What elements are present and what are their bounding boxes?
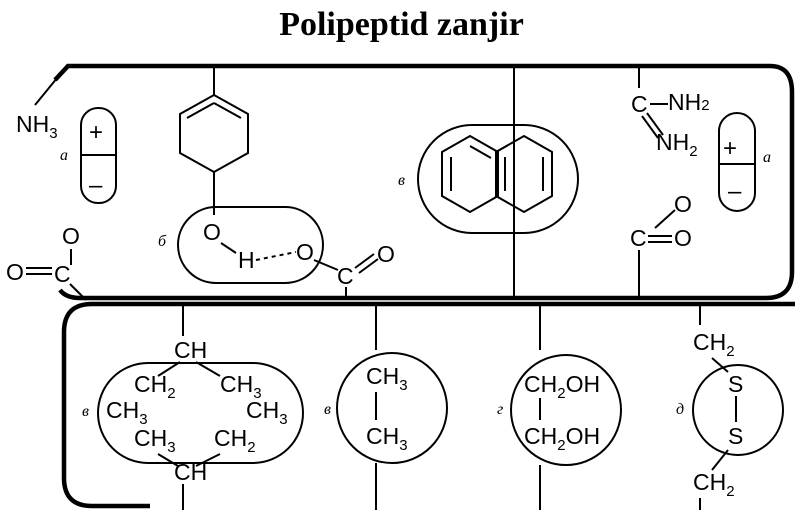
guanidinium-letter-label: a [763, 149, 771, 166]
aromatic-stacking-group: в [398, 66, 579, 300]
guanidinium-nh2-top: NH2 [668, 89, 710, 115]
guanidinium-charge-capsule [718, 112, 756, 212]
methyl-pair-circle [336, 352, 448, 464]
guanidinium-minus: – [728, 178, 742, 205]
hbond-o1: O [203, 219, 221, 245]
ionic-letter-label: a [60, 147, 68, 164]
hydrophobic-ch-top: CH [174, 337, 207, 363]
disulfide-circle [692, 364, 784, 456]
hbond-h: H [238, 247, 255, 273]
hbond-letter-label: б [158, 233, 167, 250]
hydrogen-bond-capsule [177, 206, 324, 284]
hydrophobic-letter-label: в [82, 403, 89, 420]
methyl-pair-group: в CH3 CH3 [324, 304, 448, 510]
top-polypeptide-chain [53, 63, 795, 301]
methyl-pair-letter-label: в [324, 401, 331, 418]
hydrophobic-ch-bottom: CH [174, 459, 207, 485]
guanidinium-nh2-bottom: NH2 [656, 129, 698, 160]
hydrophobic-ch3-left: CH3 [106, 397, 148, 428]
hydroxymethyl-lower: CH2OH [524, 423, 600, 454]
hydrophobic-ch3-right: CH3 [246, 397, 288, 428]
carboxyl-right: O C O [630, 191, 692, 300]
guanidinium-plus: + [723, 135, 737, 162]
disulfide-ch2-upper: CH2 [693, 329, 735, 360]
hydroxymethyl-pair-group: г CH2OH CH2OH [497, 304, 622, 510]
aromatic-capsule [417, 124, 579, 234]
hbond-o3: O [377, 241, 395, 267]
plus-sign: + [89, 119, 103, 146]
hydrophobic-ch3-upper-right: CH3 [220, 371, 262, 402]
guanidinium-c: C [631, 91, 648, 117]
aromatic-letter-label: в [398, 172, 405, 189]
hydroxymethyl-letter-label: г [497, 401, 503, 418]
disulfide-bridge-group: CH2 д S S CH2 [676, 304, 784, 510]
carboxyl-left: O O C [6, 223, 87, 301]
carboxyl-right-o-right: O [674, 225, 692, 251]
hbond-o2: O [296, 239, 314, 265]
guanidinium-ionic-group: C NH2 NH2 + – a [631, 66, 771, 212]
hydrogen-bond-group: б O H O C O [158, 66, 395, 300]
disulfide-letter-label: д [676, 401, 684, 418]
hydrophobic-ch2-upper: CH2 [134, 371, 176, 402]
minus-sign: – [89, 172, 103, 199]
hydrophobic-interaction-group: CH в CH2 CH3 CH3 CH3 CH3 CH2 CH [82, 304, 304, 510]
hydroxymethyl-upper: CH2OH [524, 371, 600, 402]
methyl-upper: CH3 [366, 363, 408, 394]
carboxyl-left-c: C [54, 261, 71, 287]
methyl-lower: CH3 [366, 423, 408, 454]
carboxyl-left-o-left: O [6, 259, 24, 285]
carboxyl-right-c: C [630, 225, 647, 251]
aromatic-ring-right [495, 134, 553, 214]
hydrophobic-ch2-lower: CH2 [214, 425, 256, 456]
disulfide-s-lower: S [728, 423, 743, 449]
bottom-polypeptide-chain [61, 301, 795, 509]
carboxyl-left-o-top: O [62, 223, 80, 249]
amino-group-label: NH3 [16, 111, 58, 142]
disulfide-ch2-lower: CH2 [693, 469, 735, 500]
hydrophobic-ch3-lower: CH3 [134, 425, 176, 456]
carboxyl-right-o-top: O [674, 191, 692, 217]
hydroxymethyl-pair-circle [510, 354, 622, 466]
hbond-c: C [337, 263, 354, 289]
phenol-ring [179, 93, 249, 174]
page-title: Polipeptid zanjir [279, 6, 524, 43]
ionic-bond-left: NH3 + – a [16, 71, 117, 204]
disulfide-s-upper: S [728, 371, 743, 397]
